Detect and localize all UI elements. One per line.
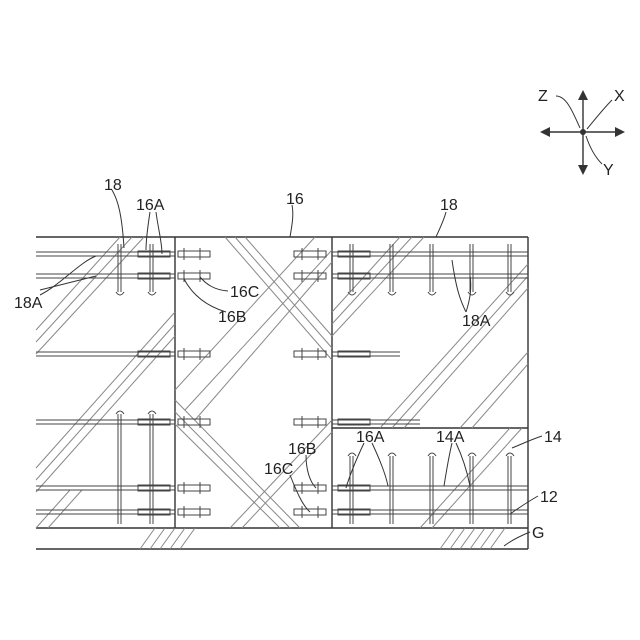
label-18A-right: 18A — [462, 313, 491, 330]
label-16C-lower: 16C — [264, 461, 293, 478]
label-16B-lower: 16B — [288, 441, 316, 458]
label-16A-left: 16A — [136, 197, 165, 214]
right-lower-stirrups — [348, 453, 514, 524]
left-horizontal-rebars — [36, 252, 175, 514]
label-18A-left: 18A — [14, 295, 43, 312]
label-16C-left: 16C — [230, 284, 259, 301]
label-16-center: 16 — [286, 191, 304, 208]
wall-outline — [36, 237, 528, 549]
label-16B-left: 16B — [218, 309, 246, 326]
axis-x-label: X — [614, 88, 625, 105]
label-14A-lower: 14A — [436, 429, 465, 446]
label-G-right: G — [532, 525, 544, 542]
leader-lines — [40, 190, 542, 546]
axis-y-label: Y — [603, 162, 614, 179]
left-joint-couplers — [138, 248, 210, 518]
label-16A-lower: 16A — [356, 429, 385, 446]
section-hatching — [36, 237, 528, 549]
label-18-left: 18 — [104, 177, 122, 194]
left-lower-stirrups — [116, 411, 156, 524]
label-14-right: 14 — [544, 429, 562, 446]
axis-z-label: Z — [538, 88, 548, 105]
label-12-right: 12 — [540, 489, 558, 506]
label-18-right: 18 — [440, 197, 458, 214]
